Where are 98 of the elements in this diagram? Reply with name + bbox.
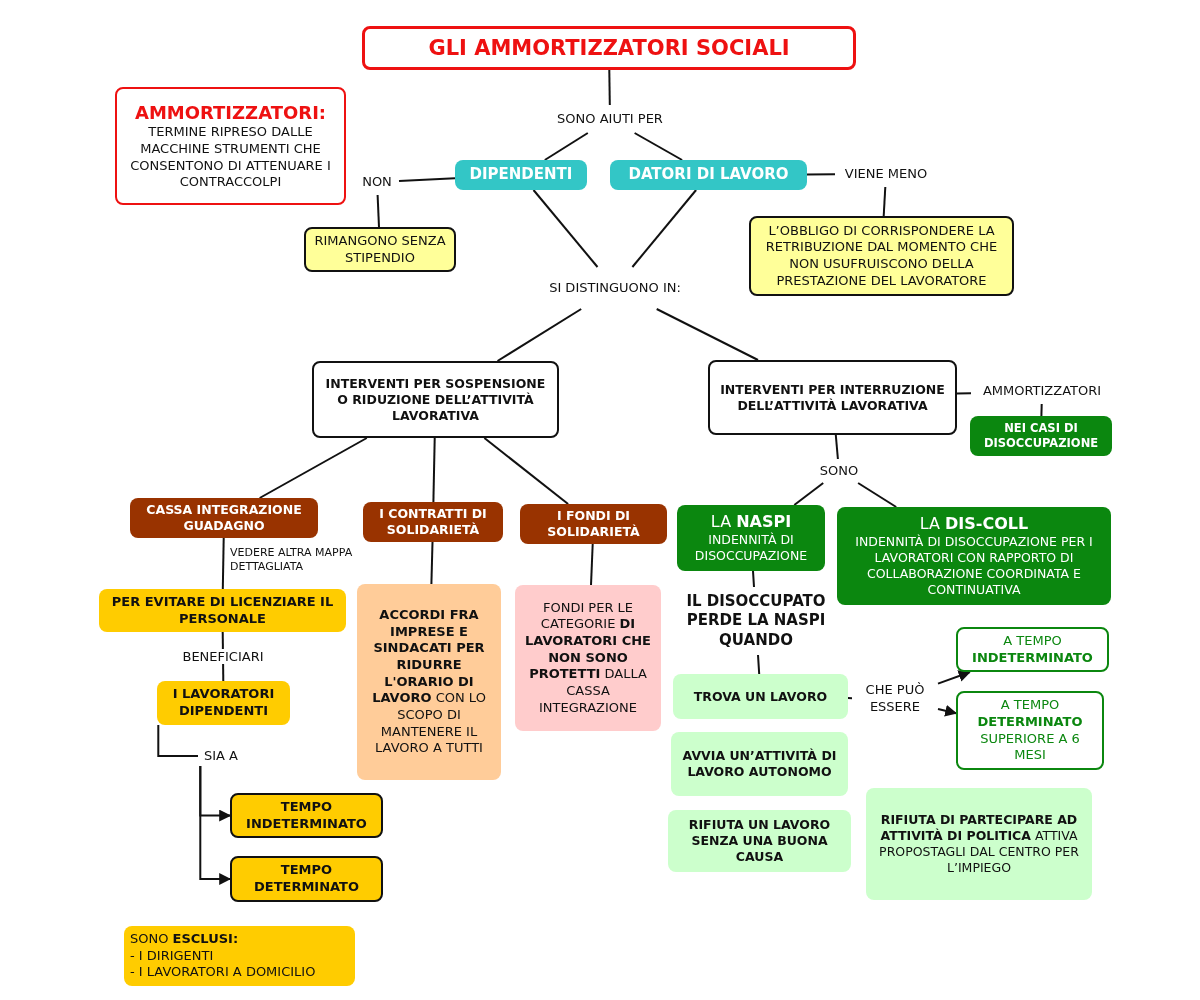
concept-box bbox=[610, 160, 807, 190]
connector-line bbox=[376, 194, 380, 228]
connector-line bbox=[655, 308, 759, 361]
connector-line bbox=[258, 437, 368, 499]
arrow bbox=[937, 670, 971, 685]
box-heading: LA DIS-COLL bbox=[919, 513, 1029, 534]
concept-box bbox=[363, 502, 503, 542]
connector-line bbox=[157, 724, 199, 757]
box-heading: AMMORTIZZATORI: bbox=[134, 101, 327, 125]
concept-box bbox=[956, 627, 1109, 673]
definition-box bbox=[115, 87, 346, 205]
connector-line bbox=[633, 132, 684, 161]
concept-box bbox=[230, 793, 383, 839]
box-text: PER EVITARE DI LICENZIARE IL PERSONALE bbox=[110, 593, 335, 628]
concept-box bbox=[312, 361, 559, 438]
box-text: CASSA INTEGRAZIONE GUADAGNO bbox=[145, 502, 303, 534]
box-heading: SONO ESCLUSI: bbox=[130, 931, 239, 948]
box-text: RIMANGONO SENZA STIPENDIO bbox=[313, 233, 447, 267]
box-text: INTERVENTI PER SOSPENSIONE O RIDUZIONE DELL’ATTIVITÀ LAVORATIVA bbox=[324, 375, 547, 424]
box-text: I LAVORATORI DIPENDENTI bbox=[171, 686, 276, 720]
concept-box bbox=[130, 498, 318, 538]
concept-box bbox=[99, 589, 346, 632]
linking-phrase: SI DISTINGUONO IN: bbox=[545, 270, 685, 306]
connector-line bbox=[956, 392, 972, 395]
box-text: INTERVENTI PER INTERRUZIONE DELL’ATTIVITÀ LAVORATIVA bbox=[719, 381, 946, 414]
connector-line bbox=[483, 437, 570, 505]
box-text: INDENNITÀ DI DISOCCUPAZIONE PER I LAVORATORI CON RAPPORTO DI COLLABORAZIONE COORDINATA E CONTINUATIVA bbox=[854, 534, 1094, 599]
connector-line bbox=[430, 541, 434, 585]
box-text: NEI CASI DI DISOCCUPAZIONE bbox=[982, 421, 1100, 451]
concept-box bbox=[230, 856, 383, 902]
connector-line bbox=[608, 69, 611, 106]
linking-phrase: NON bbox=[358, 172, 396, 192]
concept-box bbox=[668, 810, 851, 872]
connector-line bbox=[1040, 403, 1043, 417]
box-text: L’OBBLIGO DI CORRISPONDERE LA RETRIBUZIONE DAL MOMENTO CHE NON USUFRUISCONO DELLA PRESTAZIONE DEL LAVORATORE bbox=[764, 222, 999, 290]
arrow bbox=[199, 765, 232, 885]
connector-line bbox=[590, 543, 594, 586]
concept-box bbox=[304, 227, 456, 273]
box-text: TEMPO INDETERMINATO bbox=[245, 799, 368, 833]
connector-line bbox=[757, 654, 761, 675]
linking-phrase: AMMORTIZZATORI bbox=[974, 381, 1110, 401]
linking-phrase: SONO bbox=[815, 462, 863, 480]
box-text: - I LAVORATORI A DOMICILIO bbox=[130, 964, 316, 981]
box-text: A TEMPO INDETERMINATO bbox=[971, 633, 1094, 667]
box-text: DIPENDENTI bbox=[469, 165, 573, 185]
connector-line bbox=[532, 189, 599, 268]
connector-line bbox=[857, 482, 898, 508]
concept-box bbox=[677, 505, 825, 571]
box-text: I CONTRATTI DI SOLIDARIETÀ bbox=[378, 506, 488, 538]
box-text: TERMINE RIPRESO DALLE MACCHINE STRUMENTI CHE CONSENTONO DI ATTENUARE I CONTRACCOLPI bbox=[129, 124, 332, 191]
connector-line bbox=[221, 537, 225, 590]
concept-box bbox=[956, 691, 1104, 770]
box-text: RIFIUTA UN LAVORO SENZA UNA BUONA CAUSA bbox=[687, 817, 832, 865]
box-text: DATORI DI LAVORO bbox=[628, 165, 789, 185]
concept-box bbox=[357, 584, 501, 780]
box-text: INDENNITÀ DI DISOCCUPAZIONE bbox=[693, 532, 809, 565]
connector-line bbox=[631, 189, 698, 268]
title-box bbox=[362, 26, 856, 70]
box-text: A TEMPO DETERMINATO SUPERIORE A 6 MESI bbox=[976, 697, 1084, 764]
connector-line bbox=[834, 434, 839, 460]
box-text: ACCORDI FRA IMPRESE E SINDACATI PER RIDURRE L'ORARIO DI LAVORO CON LO SCOPO DI MANTENERE IL LAVORO A TUTTI bbox=[371, 607, 487, 757]
connector-line bbox=[496, 308, 583, 362]
box-text: TEMPO DETERMINATO bbox=[252, 862, 361, 896]
connector-line bbox=[793, 482, 825, 506]
box-text: FONDI PER LE CATEGORIE DI LAVORATORI CHE NON SONO PROTETTI DALLA CASSA INTEGRAZIONE bbox=[524, 599, 652, 717]
linking-phrase: CHE PUÒ ESSERE bbox=[855, 680, 935, 718]
connector-line bbox=[543, 132, 589, 161]
box-text: RIFIUTA DI PARTECIPARE AD ATTIVITÀ DI POLITICA ATTIVA PROPOSTAGLI DAL CENTRO PER L’IMPIEGO bbox=[878, 812, 1080, 876]
box-text: I FONDI DI SOLIDARIETÀ bbox=[546, 508, 641, 540]
box-text: - I DIRIGENTI bbox=[130, 947, 214, 965]
concept-box bbox=[866, 788, 1092, 900]
arrow bbox=[937, 704, 958, 717]
concept-box bbox=[673, 674, 848, 719]
concept-box bbox=[455, 160, 587, 190]
linking-phrase: SONO AIUTI PER bbox=[545, 108, 675, 130]
concept-box bbox=[837, 507, 1111, 605]
connector-line bbox=[847, 697, 853, 700]
box-text: TROVA UN LAVORO bbox=[693, 688, 828, 705]
linking-phrase: SIA A bbox=[198, 746, 244, 766]
linking-phrase: IL DISOCCUPATO PERDE LA NASPI QUANDO bbox=[668, 590, 844, 652]
connector-line bbox=[398, 177, 456, 182]
note-box bbox=[124, 926, 355, 986]
concept-box bbox=[708, 360, 957, 435]
concept-box bbox=[520, 504, 667, 544]
edge-label: BENEFICIARI bbox=[180, 649, 266, 664]
concept-box bbox=[515, 585, 661, 731]
linking-phrase: VIENE MENO bbox=[838, 164, 934, 184]
connector-line bbox=[806, 173, 836, 176]
connector-line bbox=[752, 570, 755, 588]
concept-box bbox=[671, 732, 848, 796]
box-heading: LA NASPI bbox=[710, 511, 792, 532]
concept-box bbox=[157, 681, 290, 725]
box-text: GLI AMMORTIZZATORI SOCIALI bbox=[428, 34, 790, 62]
concept-box bbox=[970, 416, 1112, 456]
box-text: AVVIA UN’ATTIVITÀ DI LAVORO AUTONOMO bbox=[681, 748, 838, 780]
connector-line bbox=[432, 437, 436, 503]
connector-line bbox=[882, 186, 887, 217]
concept-box bbox=[749, 216, 1014, 296]
